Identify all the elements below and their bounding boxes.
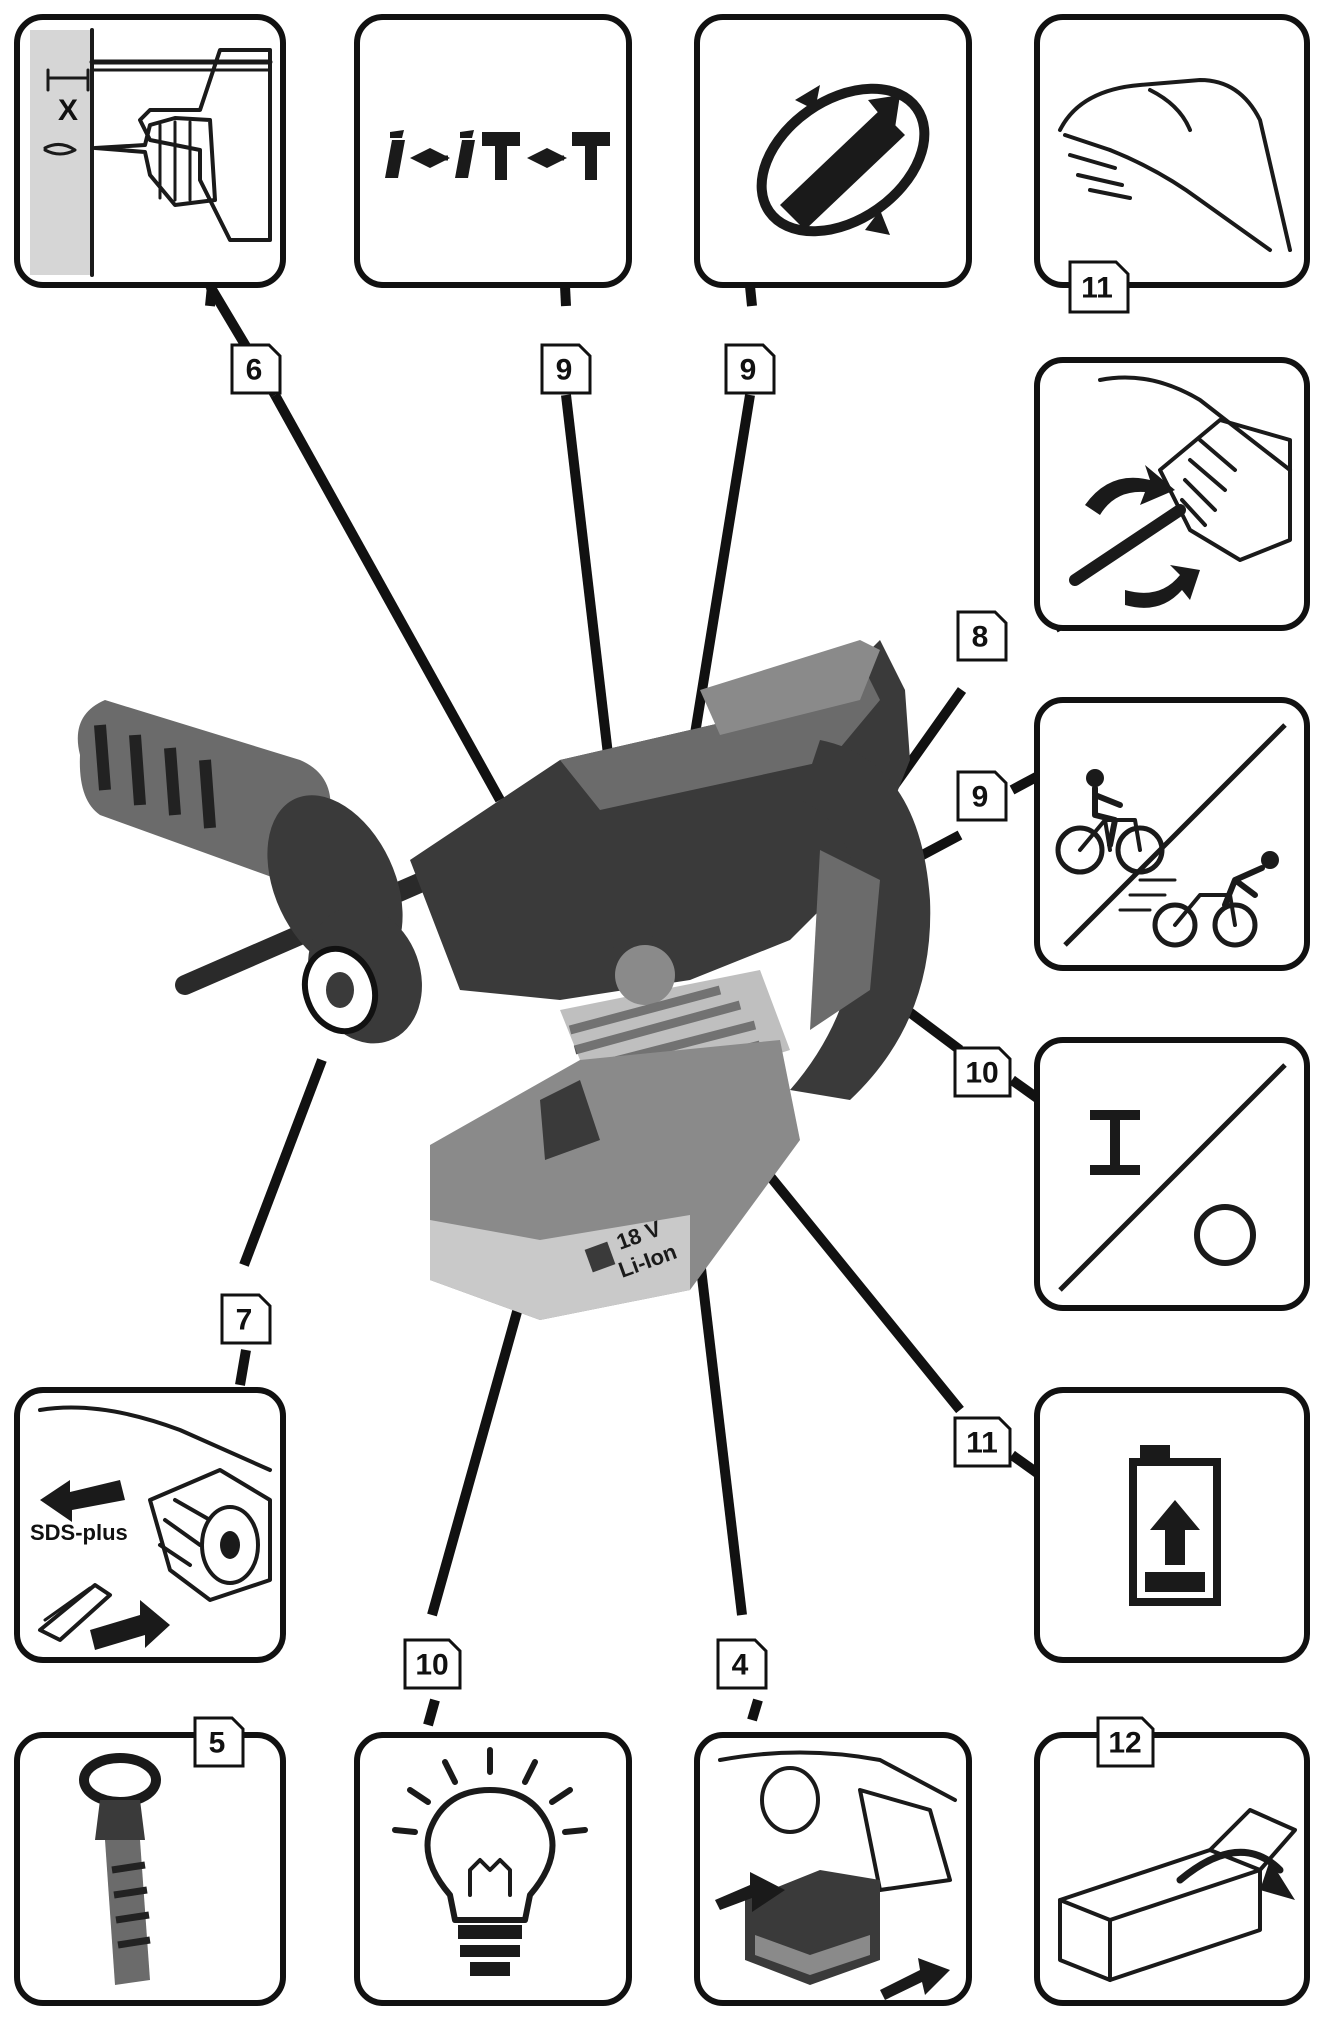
- speed-selector-icon: [1055, 723, 1287, 948]
- callout-9-speed-text: 9: [972, 781, 989, 814]
- panel-packaging: [1034, 1732, 1310, 2006]
- callout-7: 7: [220, 1293, 272, 1345]
- callout-12: 12: [1096, 1716, 1155, 1768]
- callout-9-rotation: 9: [724, 343, 776, 395]
- callout-4-text: 4: [732, 1649, 749, 1682]
- callout-8-text: 8: [972, 621, 989, 654]
- depth-gauge-label: X: [58, 94, 78, 127]
- mode-selector-icon: [385, 130, 610, 180]
- callout-12-text: 12: [1108, 1727, 1141, 1760]
- panel-speed-selector: [1034, 697, 1310, 971]
- callout-5-text: 5: [209, 1727, 226, 1760]
- callout-9-rotation-text: 9: [740, 354, 757, 387]
- callout-10-light: 10: [403, 1638, 462, 1690]
- callout-7-text: 7: [236, 1304, 253, 1337]
- callout-10-switch-text: 10: [965, 1057, 998, 1090]
- callout-11-hand: 11: [1068, 260, 1130, 314]
- panel-battery-insert: [694, 1732, 972, 2006]
- panel-battery-level: [1034, 1387, 1310, 1663]
- callout-10-light-text: 10: [415, 1649, 448, 1682]
- callout-11-hand-text: 11: [1081, 272, 1113, 305]
- battery-charge-icon: [1129, 1445, 1221, 1606]
- rotation-direction-icon: [756, 83, 930, 237]
- bit-insertion-icon: SDS-plus: [30, 1405, 272, 1650]
- panel-mode-selection: [354, 14, 632, 288]
- panel-hand-grip: [1034, 14, 1310, 288]
- panel-bit-change: [1034, 357, 1310, 631]
- callout-11-battery-text: 11: [966, 1427, 998, 1460]
- callout-8: 8: [956, 610, 1008, 662]
- packaging-icon: [1058, 1808, 1297, 1982]
- auxiliary-handle-icon: [79, 1753, 161, 1985]
- callout-labels: 6 9 9 11 8 9 10 7: [193, 260, 1155, 1768]
- callout-9-mode-text: 9: [556, 354, 573, 387]
- callout-6: 6: [230, 343, 282, 395]
- callout-6-text: 6: [246, 354, 263, 387]
- callout-10-switch: 10: [953, 1046, 1012, 1098]
- battery-insert-icon: [715, 1750, 957, 2000]
- chuck-label: SDS-plus: [30, 1520, 128, 1545]
- on-off-icon: [1058, 1063, 1287, 1292]
- bit-change-icon: [1069, 375, 1292, 608]
- panel-depth-stop: X: [14, 14, 286, 288]
- panel-sds-plus: SDS-plus: [14, 1387, 286, 1663]
- callout-4: 4: [716, 1638, 768, 1690]
- panel-aux-handle: [14, 1732, 286, 2006]
- depth-stop-icon: X: [30, 28, 273, 277]
- callout-9-mode: 9: [540, 343, 592, 395]
- hand-grip-icon: [1058, 78, 1292, 252]
- panel-on-off: [1034, 1037, 1310, 1311]
- callout-11-battery: 11: [953, 1416, 1012, 1468]
- panel-work-light: [354, 1732, 632, 2006]
- panel-rotation-direction: [694, 14, 972, 288]
- callout-5: 5: [193, 1716, 245, 1768]
- callout-9-speed: 9: [956, 770, 1008, 822]
- rotary-hammer-illustration: 18 V Li-Ion: [77, 640, 931, 1320]
- work-light-icon: [392, 1747, 588, 1976]
